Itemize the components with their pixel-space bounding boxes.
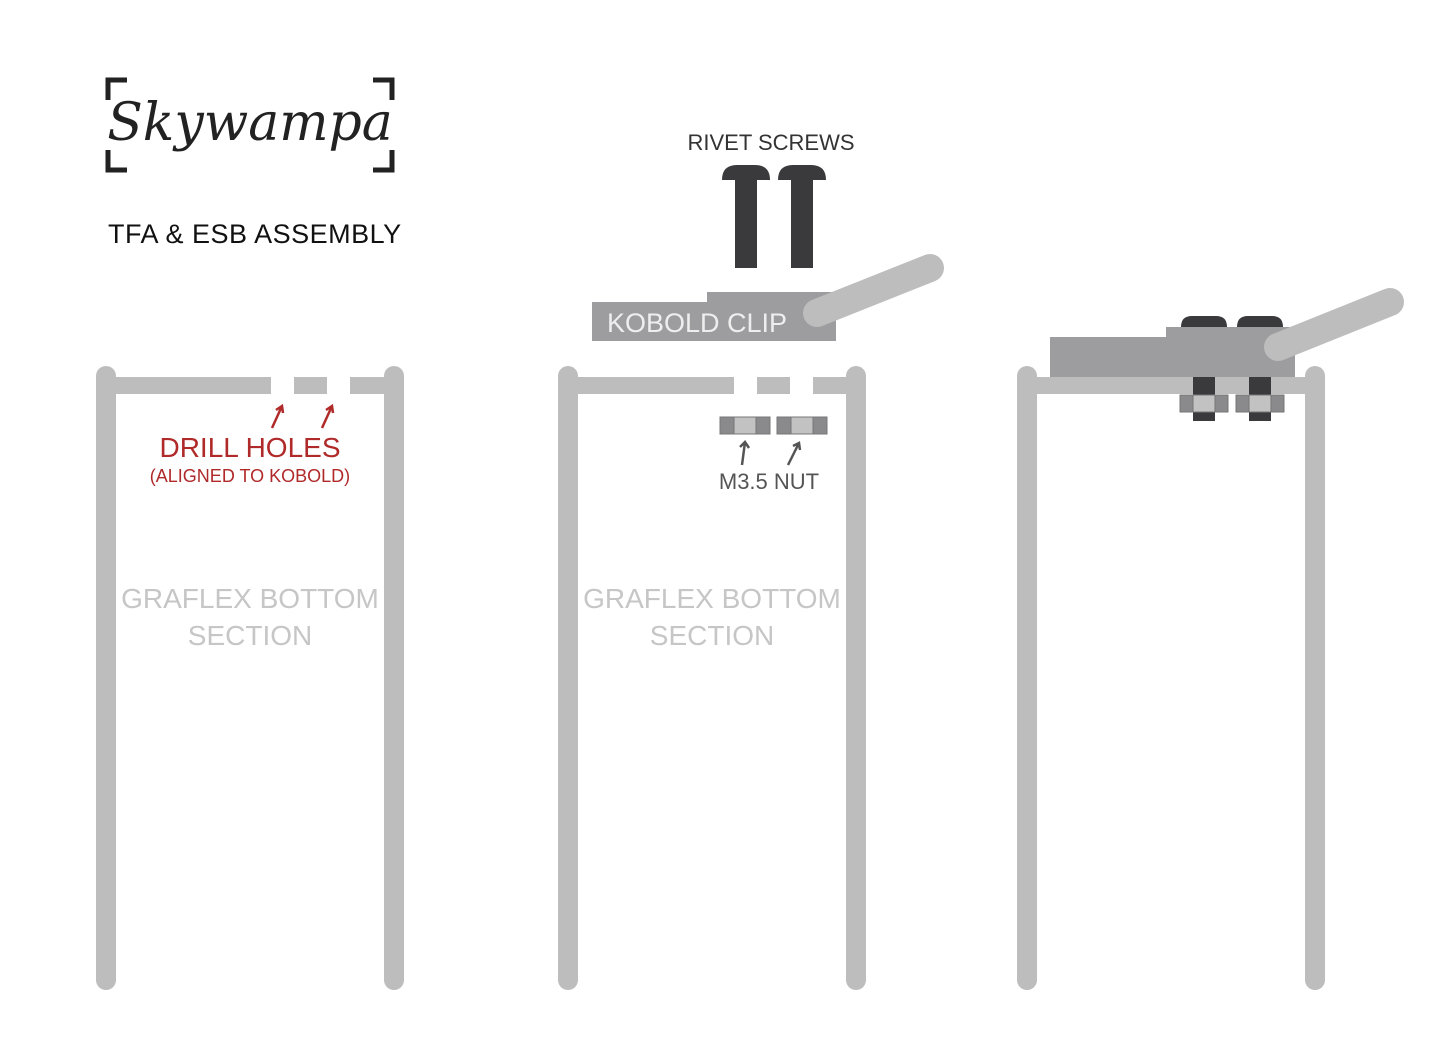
rivet-screw-heads: [1181, 316, 1283, 327]
graflex-tube: [96, 366, 404, 990]
m35-nuts: [1179, 394, 1285, 413]
rivet-screws: [722, 165, 826, 268]
section-label-line2: SECTION: [188, 620, 312, 651]
m35-nuts: [719, 416, 828, 435]
kobold-clip: [1050, 288, 1404, 377]
section-label-line1: GRAFLEX BOTTOM: [121, 583, 379, 614]
nut-arrows: [739, 440, 802, 466]
kobold-clip: [592, 254, 944, 341]
panel-exploded: RIVET SCREWS KOBOLD CLIP M3.5 NUT GRAFLE: [558, 130, 944, 990]
graflex-tube: [558, 366, 866, 990]
page-title: TFA & ESB ASSEMBLY: [108, 219, 402, 249]
section-label-line2: SECTION: [650, 620, 774, 651]
drill-arrows: [270, 403, 335, 429]
rivet-screws-label: RIVET SCREWS: [687, 130, 854, 155]
kobold-clip-label: KOBOLD CLIP: [607, 308, 787, 338]
drill-holes-sublabel: (ALIGNED TO KOBOLD): [150, 466, 350, 486]
section-label-line1: GRAFLEX BOTTOM: [583, 583, 841, 614]
drill-holes-label: DRILL HOLES: [159, 432, 340, 463]
logo: Skywampa: [105, 77, 395, 173]
graflex-tube: [1017, 366, 1325, 990]
panel-assembled: [1017, 288, 1404, 990]
panel-drill-holes: DRILL HOLES (ALIGNED TO KOBOLD) GRAFLEX …: [96, 366, 404, 990]
m35-nut-label: M3.5 NUT: [719, 469, 819, 494]
logo-text: Skywampa: [107, 93, 393, 153]
